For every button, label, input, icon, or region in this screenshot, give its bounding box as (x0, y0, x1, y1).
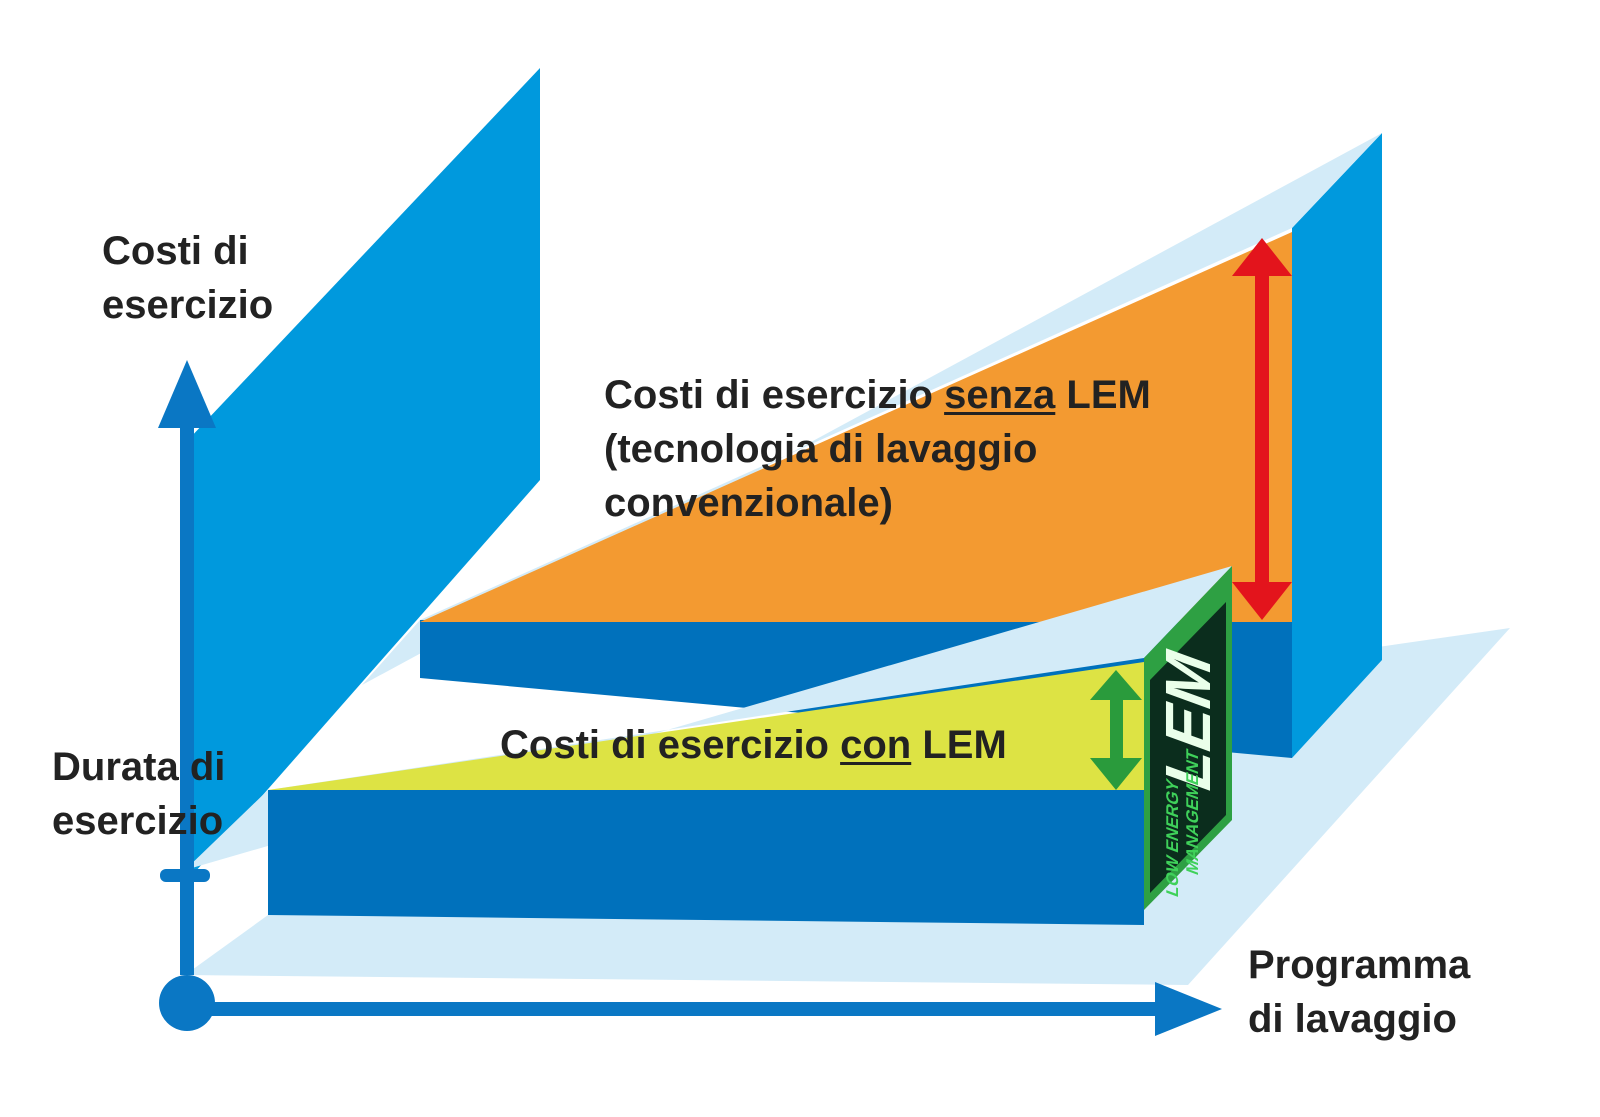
con-lem-label-line1: Costi di esercizio con LEM (500, 718, 1007, 772)
small-box-front (268, 790, 1144, 925)
duration-label-line2: esercizio (52, 799, 224, 843)
axis-origin (159, 975, 215, 1031)
con-suffix: LEM (911, 723, 1007, 767)
y-axis-label-line2: esercizio (102, 283, 274, 327)
lem-logo-sub2: MANAGEMENT (1183, 746, 1202, 877)
x-axis (185, 982, 1222, 1036)
lem-logo: LEM LOW ENERGY MANAGEMENT (1144, 566, 1232, 910)
duration-tick (160, 869, 210, 882)
senza-lem-label-line1: Costi di esercizio senza LEM (604, 368, 1151, 422)
green-double-arrow (1090, 670, 1142, 790)
y-axis (158, 360, 216, 975)
lem-logo-inner (1150, 602, 1226, 893)
y-axis-label-line1: Costi di (102, 229, 249, 273)
left-wall-panel (188, 68, 540, 880)
x-axis-label: Programma di lavaggio (1248, 938, 1470, 1046)
lem-logo-main: LEM (1153, 639, 1225, 800)
senza-suffix: LEM (1055, 373, 1151, 417)
con-emphasis: con (840, 723, 912, 767)
senza-lem-label: Costi di esercizio senza LEM (tecnologia… (604, 368, 1151, 530)
senza-lem-label-line2: (tecnologia di lavaggio (604, 427, 1038, 471)
duration-label-line1: Durata di (52, 745, 226, 789)
x-axis-label-line2: di lavaggio (1248, 997, 1457, 1041)
lem-logo-sub1: LOW ENERGY (1163, 776, 1182, 899)
yellow-area-con (268, 662, 1144, 790)
x-axis-label-line1: Programma (1248, 943, 1471, 987)
senza-lem-label-line3: convenzionale) (604, 481, 893, 525)
y-axis-label: Costi di esercizio (102, 224, 273, 332)
orange-area-senza (420, 232, 1292, 622)
duration-label: Durata di esercizio (52, 740, 225, 848)
senza-prefix: Costi di esercizio (604, 373, 945, 417)
back-wall-panel (1292, 133, 1382, 758)
senza-emphasis: senza (944, 373, 1056, 417)
con-lem-label: Costi di esercizio con LEM (500, 718, 1007, 772)
red-double-arrow (1232, 238, 1292, 620)
con-prefix: Costi di esercizio (500, 723, 841, 767)
